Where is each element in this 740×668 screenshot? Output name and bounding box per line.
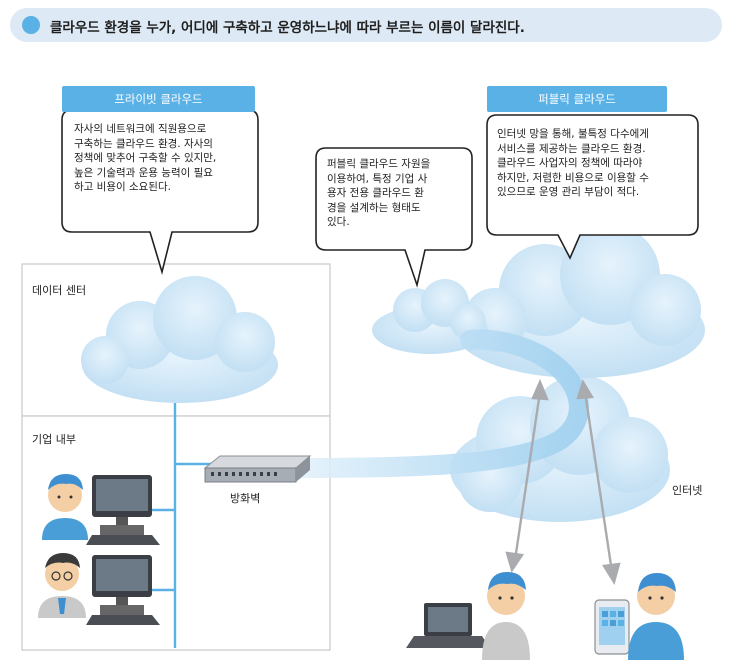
description-line: 용자 전용 클라우드 환: [327, 187, 424, 199]
desktop-computer-icon: [86, 475, 160, 545]
description-line: 있으므로 운영 관리 부담이 적다.: [497, 186, 640, 198]
header-banner: 클라우드 환경을 누가, 어디에 구축하고 운영하느냐에 따라 부르는 이름이 …: [10, 8, 722, 42]
internet-cloud: [450, 375, 670, 522]
public-cloud: [455, 225, 705, 378]
laptop-icon: [406, 603, 490, 648]
firewall-label: 방화벽: [230, 492, 261, 505]
bullet-icon: [22, 16, 40, 34]
employee-avatar: [42, 474, 88, 540]
description-line: 하지만, 저렴한 비용으로 이용할 수: [497, 171, 649, 184]
description-line: 퍼블릭 클라우드 자원을: [327, 158, 431, 170]
description-line: 하고 비용이 소요된다.: [74, 181, 171, 193]
vpc-description: 퍼블릭 클라우드 자원을 이용하여, 특정 기업 사 용자 전용 클라우드 환 …: [327, 157, 467, 230]
virtual-private-cloud: [372, 279, 488, 354]
private-cloud-bubble: [61, 109, 259, 276]
user-avatar: [482, 572, 530, 660]
public-cloud-bubble: [486, 114, 699, 260]
public-cloud-tag: 퍼블릭 클라우드: [487, 86, 667, 112]
description-line: 있다.: [327, 216, 350, 228]
header-title: 클라우드 환경을 누가, 어디에 구축하고 운영하느냐에 따라 부르는 이름이 …: [50, 20, 525, 36]
vpn-tunnel: [290, 329, 589, 478]
data-center-label: 데이터 센터: [32, 284, 87, 297]
enterprise-label: 기업 내부: [32, 433, 76, 446]
description-line: 인터넷 망을 통해, 불특정 다수에게: [497, 128, 649, 140]
vpc-bubble: [315, 147, 473, 288]
description-line: 서비스를 제공하는 클라우드 환경.: [497, 142, 646, 155]
employee-avatar: [38, 553, 86, 618]
firewall-icon: [203, 455, 312, 483]
description-line: 경을 설계하는 형태도: [327, 201, 421, 214]
description-line: 클라우드 사업자의 정책에 따라야: [497, 157, 643, 169]
desktop-computer-icon: [86, 555, 160, 625]
description-line: 이용하여, 특정 기업 사: [327, 172, 428, 185]
access-arrows: [505, 378, 621, 585]
private-cloud: [81, 276, 278, 403]
description-line: 자사의 네트워크에 직원용으로: [74, 123, 207, 135]
description-line: 높은 기술력과 운용 능력이 필요: [74, 166, 213, 179]
user-avatar: [628, 573, 684, 660]
public-cloud-description: 인터넷 망을 통해, 불특정 다수에게 서비스를 제공하는 클라우드 환경. 클…: [497, 127, 693, 200]
private-cloud-tag: 프라이빗 클라우드: [62, 86, 255, 112]
smartphone-icon: [594, 599, 630, 655]
description-line: 정책에 맞추어 구축할 수 있지만,: [74, 152, 217, 164]
private-cloud-description: 자사의 네트워크에 직원용으로 구축하는 클라우드 환경. 자사의 정책에 맞추…: [74, 122, 254, 195]
description-line: 구축하는 클라우드 환경. 자사의: [74, 137, 213, 150]
internet-label: 인터넷: [672, 484, 703, 497]
